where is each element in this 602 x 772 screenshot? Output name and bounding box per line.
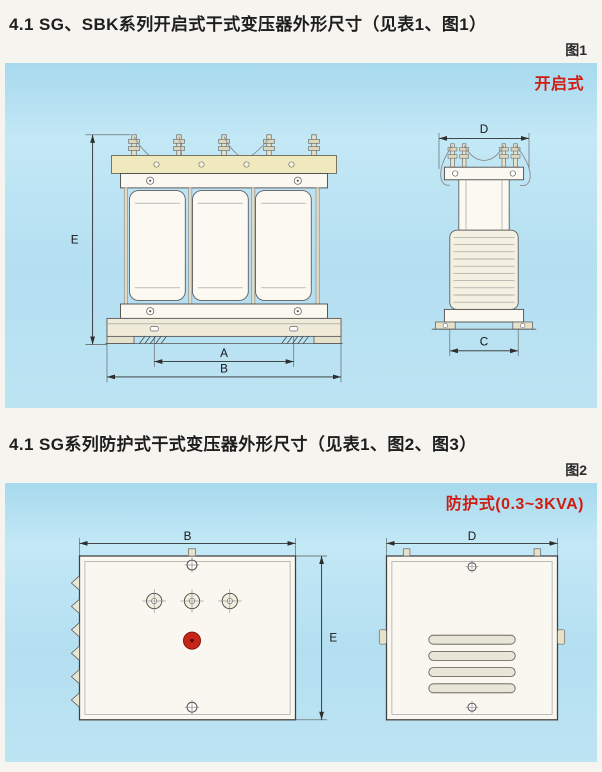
fig2-side-top-stud-right <box>533 548 541 557</box>
figure2-caption: 图2 <box>565 462 587 478</box>
fig2-louvers <box>428 634 516 694</box>
fig1-side-base <box>431 308 537 330</box>
fig1-bottom-clamp <box>120 303 328 319</box>
fig2-enclosure-side <box>378 548 566 721</box>
fig1-hatch-left <box>139 336 167 344</box>
fig1-dim-E: E <box>71 134 131 345</box>
fig2-dim-B: B <box>79 530 296 556</box>
fig2-side-top-stud-left <box>403 548 411 557</box>
figure2-panel: 防护式(0.3~3KVA) B <box>5 483 597 762</box>
fig2-dim-label-D: D <box>468 530 476 543</box>
fig1-side-view-drawing: D <box>431 123 537 357</box>
fig2-enclosure-front <box>70 548 297 721</box>
fig1-front-view-drawing: E <box>71 134 343 383</box>
section2-heading: 4.1 SG系列防护式干式变压器外形尺寸（见表1、图2、图3） <box>9 435 477 454</box>
fig2-side-knob-right <box>557 629 566 645</box>
fig2-side-view-drawing: D <box>378 530 566 721</box>
figure1-caption: 图1 <box>565 42 587 58</box>
fig2-side-bottom-bolt <box>465 700 479 714</box>
fig2-dim-label-B: B <box>184 530 192 543</box>
fig1-busbar <box>111 155 337 174</box>
section1-heading: 4.1 SG、SBK系列开启式干式变压器外形尺寸（见表1、图1） <box>9 15 487 34</box>
fig2-dim-E: E <box>295 555 337 721</box>
fig2-side-knob-left <box>378 629 387 645</box>
fig1-dim-label-B: B <box>220 362 228 375</box>
fig1-base <box>105 317 343 345</box>
fig2-left-fins <box>70 574 80 709</box>
fig1-dim-label-A: A <box>220 347 228 360</box>
fig2-terminals <box>142 589 242 613</box>
figure1-type-tag: 开启式 <box>534 76 584 93</box>
figure2-type-tag: 防护式(0.3~3KVA) <box>445 496 584 513</box>
fig1-coils <box>129 190 312 301</box>
fig1-dim-label-D: D <box>480 123 488 136</box>
fig1-side-wires <box>440 145 531 187</box>
fig2-bottom-bolt <box>184 700 200 715</box>
fig1-top-clamp <box>120 173 328 189</box>
fig1-dim-label-E: E <box>71 234 79 247</box>
fig1-side-winding <box>449 229 519 310</box>
fig1-dim-label-C: C <box>480 335 488 348</box>
fig1-terminal-studs <box>128 134 320 156</box>
fig2-dim-label-E: E <box>329 632 337 645</box>
fig2-side-top-bolt <box>465 560 479 574</box>
fig2-dim-D: D <box>386 530 558 556</box>
figure1-panel: 开启式 E <box>5 63 597 408</box>
fig1-hatch-right <box>281 336 309 344</box>
fig1-dim-A: A <box>153 336 295 367</box>
fig2-top-bolt <box>184 548 200 573</box>
fig1-side-top-clamp <box>443 166 525 181</box>
fig2-front-view-drawing: B <box>70 530 337 721</box>
fig1-side-core <box>458 179 510 231</box>
fig1-dim-C: C <box>449 329 519 357</box>
fig1-dim-B: B <box>106 343 342 383</box>
fig1-side-terminal-studs <box>447 143 521 168</box>
fig2-red-indicator <box>183 631 201 650</box>
fig1-dim-D: D <box>438 123 530 169</box>
